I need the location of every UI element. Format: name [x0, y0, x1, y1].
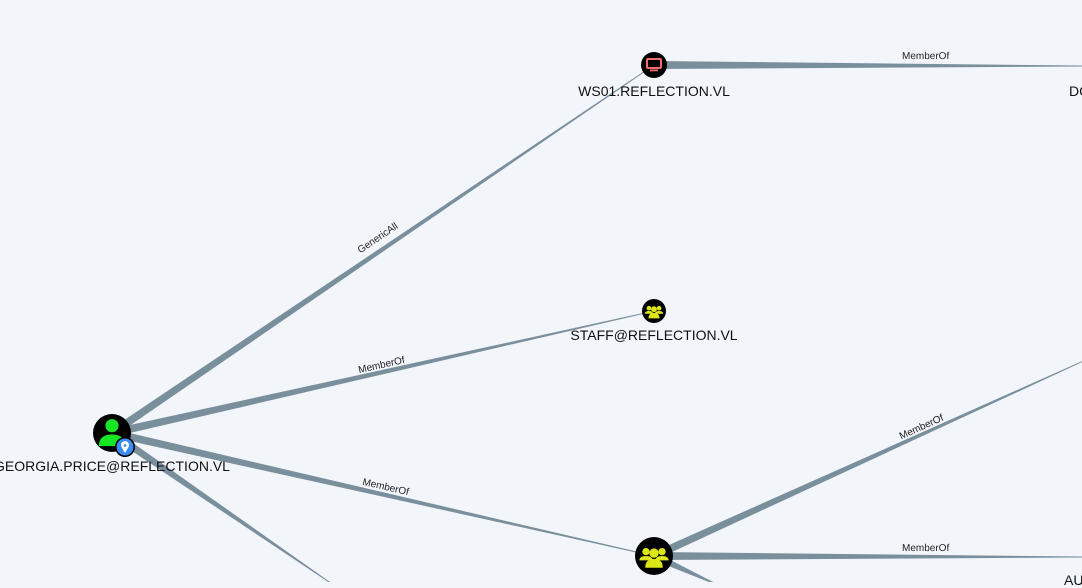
node-label-au: AU: [1064, 572, 1082, 588]
edge-label: MemberOf: [901, 50, 949, 62]
node-label-georgia[interactable]: GEORGIA.PRICE@REFLECTION.VL: [0, 458, 230, 474]
edge-label: MemberOf: [901, 542, 949, 554]
location-pin-icon: [115, 437, 135, 457]
ws01-node-computer-icon[interactable]: [641, 52, 667, 78]
group-node-group-icon[interactable]: [635, 537, 673, 575]
node-label-staff[interactable]: STAFF@REFLECTION.VL: [570, 327, 738, 343]
edge-memberof[interactable]: [653, 61, 1082, 69]
edge-genericall[interactable]: [109, 64, 655, 437]
edge-memberof[interactable]: [653, 552, 1082, 560]
edge-unlabeled[interactable]: [109, 429, 335, 582]
edge-memberof[interactable]: [652, 358, 1082, 560]
edge-memberof[interactable]: [111, 310, 655, 437]
edge-memberof[interactable]: [111, 429, 655, 557]
staff-node-group-icon[interactable]: [642, 299, 666, 323]
node-label-dc: DC: [1069, 83, 1082, 99]
node-label-ws01[interactable]: WS01.REFLECTION.VL: [578, 83, 730, 99]
